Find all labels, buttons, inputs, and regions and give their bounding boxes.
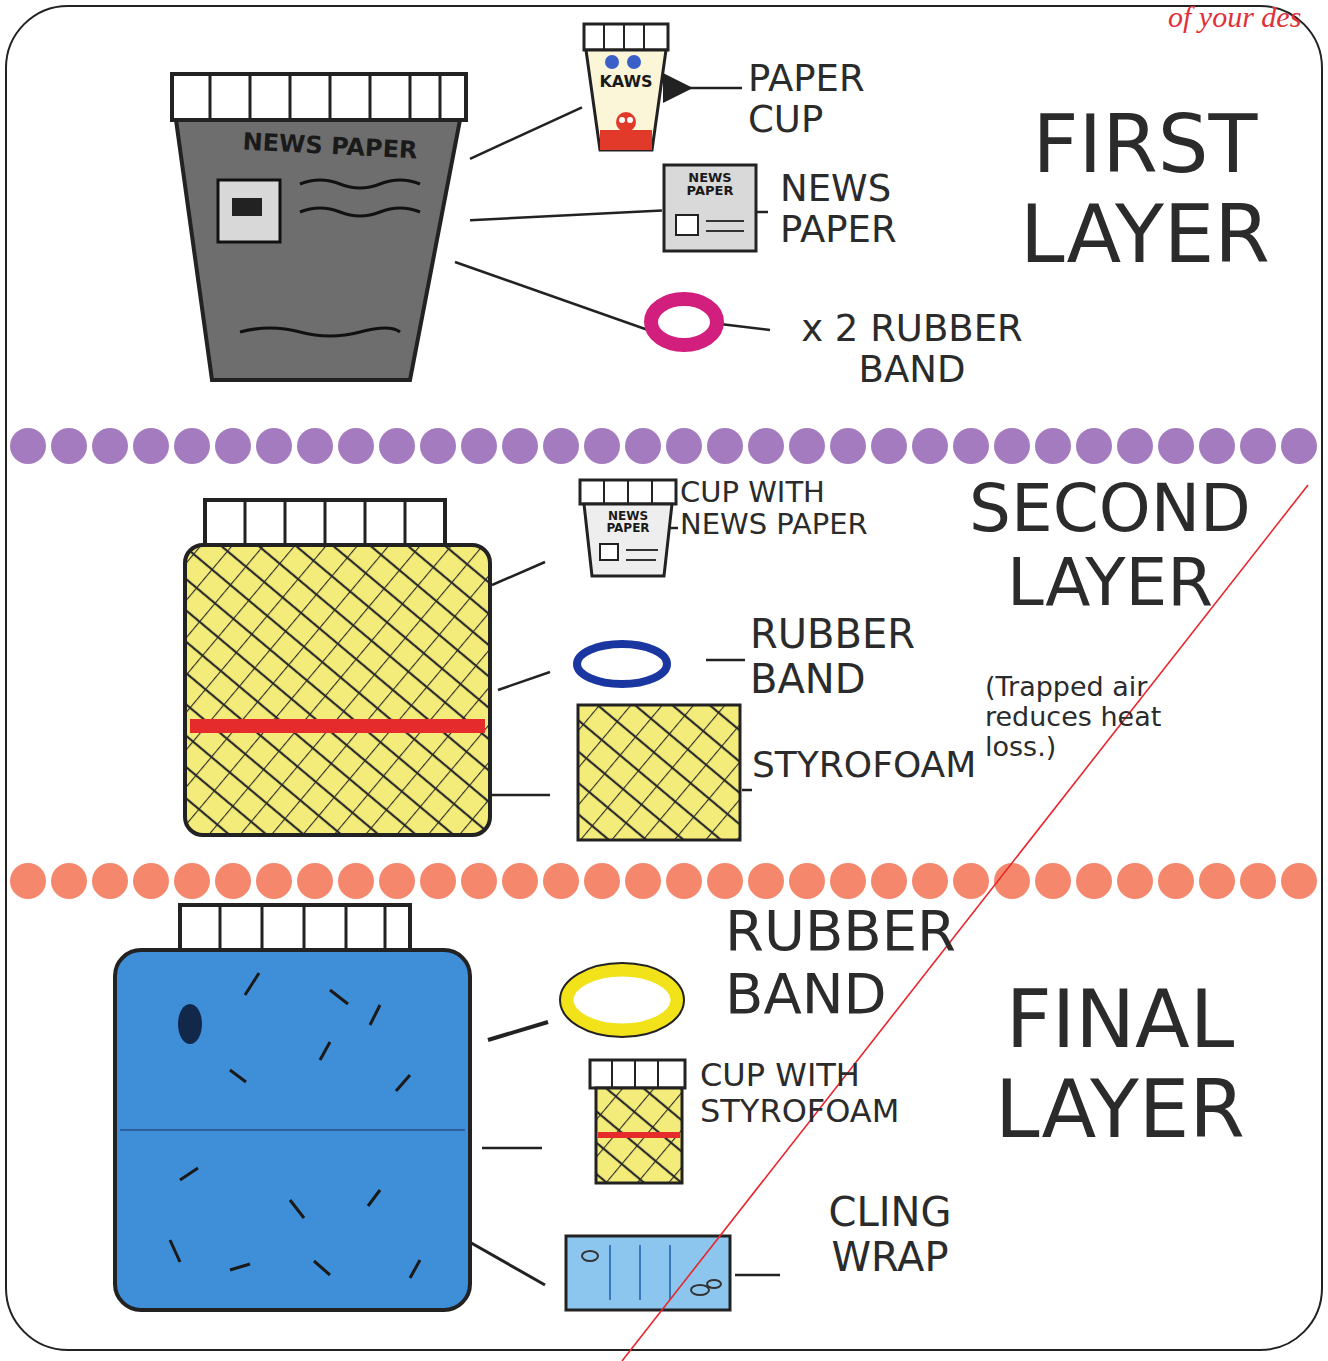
node-outline-part — [619, 117, 625, 123]
layer-heading: FINAL LAYER — [920, 975, 1320, 1154]
styrofoam-cup-part — [245, 500, 405, 545]
frame-part — [6, 6, 1322, 1350]
node-text: KAWS — [590, 74, 662, 90]
node-outline-part — [604, 24, 644, 50]
node-outline-part — [232, 198, 262, 216]
styrofoam-cup-part — [190, 719, 485, 733]
node-outline-part — [605, 55, 619, 69]
node-outline-part — [604, 480, 652, 504]
node-text: NEWS PAPER — [592, 510, 664, 534]
styrofoam-sheet — [578, 705, 740, 840]
styrofoam-sheet-part — [578, 705, 740, 840]
wrapped-cup-part — [170, 973, 420, 1278]
leader-line-part — [455, 262, 648, 330]
node-outline-part — [586, 50, 666, 150]
part-label: RUBBER BAND — [750, 612, 960, 702]
rubber-band-part — [651, 299, 717, 345]
paper-cup: KAWS — [582, 22, 670, 152]
small-styrofoam-cup — [590, 1060, 685, 1183]
leader-line-part — [492, 562, 545, 585]
cling-wrap-part — [566, 1236, 730, 1310]
node-outline-part — [627, 55, 641, 69]
cling-wrap — [566, 1236, 730, 1310]
cling-wrap-part — [707, 1280, 721, 1288]
part-label: RUBBER BAND — [725, 900, 985, 1025]
small-styrofoam-cup-part — [590, 1060, 685, 1088]
leader-line-part — [498, 672, 550, 690]
frame — [6, 6, 1322, 1350]
node-outline-part — [176, 120, 460, 380]
leader-line-part — [735, 1274, 780, 1277]
leader-line-part — [490, 794, 550, 797]
leader-line-part — [482, 1147, 542, 1150]
wrapped-cup-part — [220, 905, 385, 953]
newspaper-sheet: NEWS PAPER — [662, 163, 758, 253]
styrofoam-cup — [185, 500, 490, 835]
leader-line-part — [466, 1240, 545, 1285]
node-outline-part — [218, 180, 280, 242]
node-outline-part — [172, 74, 466, 120]
teacher-note: of your des — [1168, 0, 1328, 34]
node-outline-part — [600, 544, 618, 560]
cling-wrap-part — [610, 1245, 670, 1300]
rubber-band-part — [577, 644, 667, 684]
wrapped-cup-part — [180, 905, 410, 953]
leader-line — [470, 210, 662, 220]
leader-line — [470, 107, 582, 159]
leader-line-part — [720, 324, 770, 330]
dotted-divider-part — [8, 862, 1320, 900]
node-outline-part — [240, 180, 420, 336]
part-label: STYROFOAM — [752, 745, 982, 785]
node-text: NEWS PAPER — [672, 171, 748, 197]
part-label: CUP WITH NEWS PAPER — [680, 476, 910, 541]
wrapped-cup-part — [115, 950, 470, 1310]
cling-wrap-part — [582, 1251, 598, 1261]
wrapped-cup — [115, 905, 470, 1310]
layer-heading: FIRST LAYER — [985, 100, 1305, 279]
node-outline-part — [616, 112, 636, 132]
node-outline-part — [626, 550, 658, 560]
part-label: PAPER CUP — [748, 58, 888, 141]
styrofoam-cup-part — [185, 545, 490, 835]
node-outline-part — [580, 480, 676, 504]
rubber-band-part — [567, 970, 677, 1030]
part-label: CLING WRAP — [785, 1190, 995, 1280]
node-outline-part — [664, 165, 756, 251]
dotted-divider — [8, 427, 1320, 900]
small-styrofoam-cup-part — [598, 1132, 680, 1138]
small-styrofoam-cup-part — [612, 1060, 658, 1088]
dotted-divider-part — [8, 427, 1320, 465]
part-label: NEWS PAPER — [780, 168, 950, 251]
leader-line-part — [742, 789, 752, 792]
wrapped-cup-part — [178, 1004, 202, 1044]
styrofoam-cup-part — [205, 500, 445, 545]
node-outline-part — [627, 117, 633, 123]
part-label: x 2 RUBBER BAND — [772, 308, 1052, 391]
rubber-band — [560, 299, 717, 1037]
node-outline-part — [584, 504, 672, 576]
leader-line-part — [706, 659, 745, 662]
node-outline-part — [600, 130, 652, 150]
cling-wrap-part — [691, 1285, 709, 1295]
layer-heading: SECOND LAYER — [940, 472, 1280, 620]
small-styrofoam-cup-part — [596, 1088, 682, 1183]
node-outline-part — [676, 215, 698, 235]
rubber-band-part — [560, 963, 684, 1037]
newspaper-cup: NEWS PAPER — [170, 72, 470, 384]
part-label: CUP WITH STYROFOAM — [700, 1058, 950, 1130]
node-outline-part — [584, 24, 668, 50]
node-outline — [170, 72, 470, 384]
newspaper-cup-icon: NEWS PAPER — [578, 478, 678, 578]
node-outline-part — [210, 74, 440, 120]
leader-line-part — [688, 87, 742, 90]
node-outline-part — [706, 221, 744, 231]
wrapped-cup-part — [120, 1129, 465, 1131]
leader-line-part — [488, 1022, 548, 1040]
note: (Trapped air reduces heat loss.) — [985, 672, 1215, 763]
